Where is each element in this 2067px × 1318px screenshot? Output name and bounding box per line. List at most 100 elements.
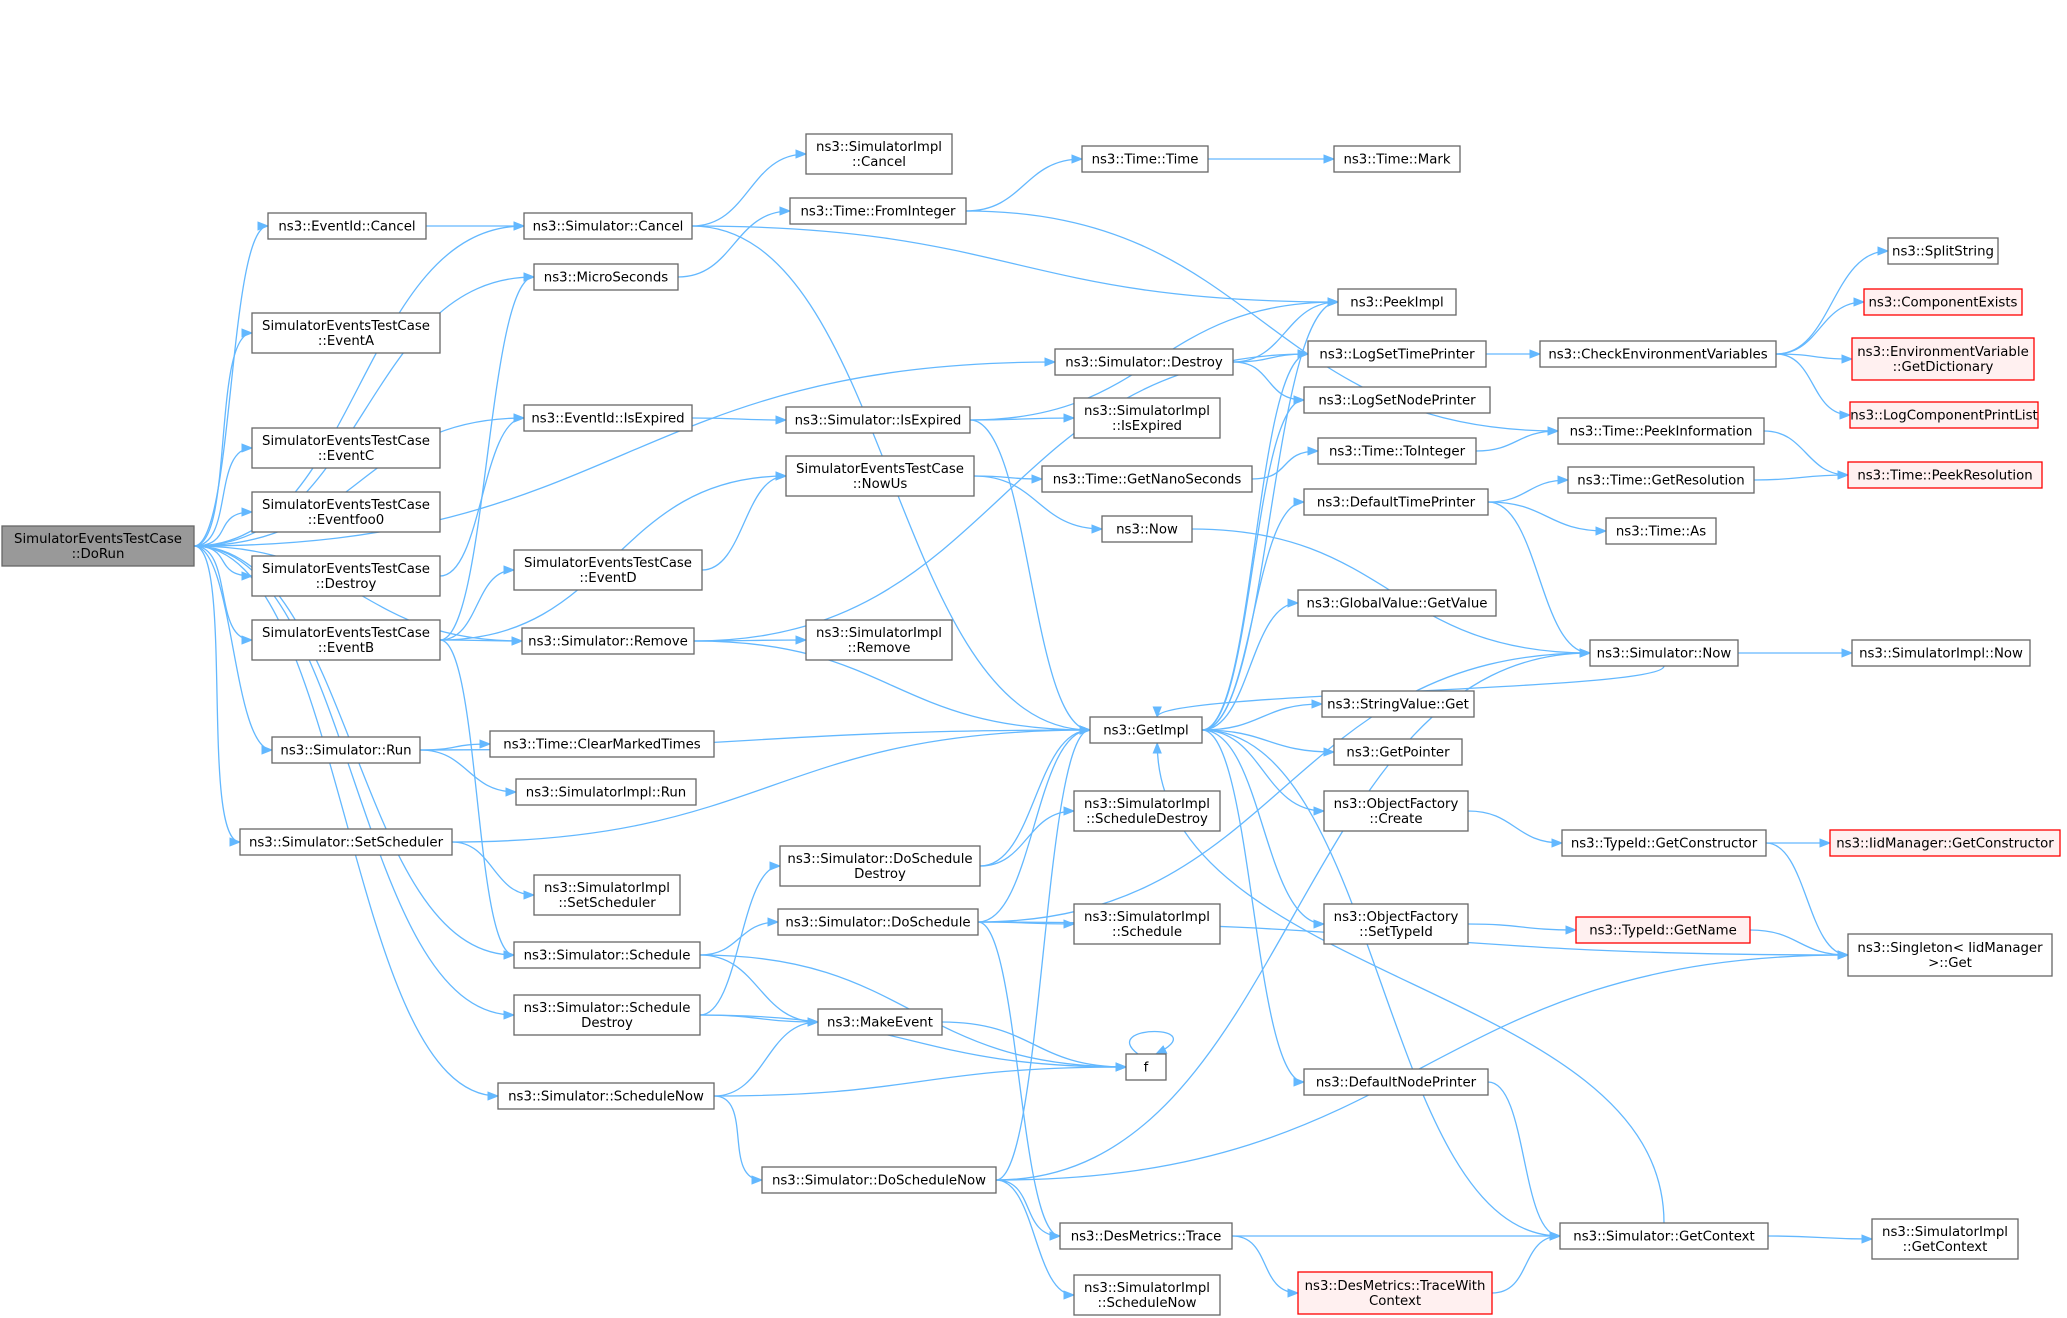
node-sim-getcontext[interactable]: ns3::Simulator::GetContext [1559,1222,1769,1250]
node-box[interactable] [1851,337,2035,381]
node-eventid-cancel[interactable]: ns3::EventId::Cancel [267,212,427,240]
node-sim-run[interactable]: ns3::Simulator::Run [271,736,421,764]
node-box[interactable] [1297,589,1497,617]
node-box[interactable] [817,1008,943,1036]
node-stringvalue-get[interactable]: ns3::StringValue::Get [1321,690,1475,718]
node-sim-doschedule[interactable]: ns3::Simulator::DoSchedule [777,908,979,936]
node-typeid-getname[interactable]: ns3::TypeId::GetName [1575,916,1751,944]
node-box[interactable] [1887,237,1999,265]
node-impl-scheddestroy[interactable]: ns3::SimulatorImpl::ScheduleDestroy [1073,790,1221,832]
node-sim-schednow[interactable]: ns3::Simulator::ScheduleNow [497,1082,715,1110]
node-time-time[interactable]: ns3::Time::Time [1081,145,1209,173]
node-box[interactable] [761,1166,997,1194]
node-impl-setsched[interactable]: ns3::SimulatorImpl::SetScheduler [533,874,681,916]
node-box[interactable] [1847,933,2053,977]
node-box[interactable] [513,994,701,1036]
node-getimpl[interactable]: ns3::GetImpl [1089,716,1203,744]
node-typeid-getctor[interactable]: ns3::TypeId::GetConstructor [1561,829,1767,857]
node-box[interactable] [1303,1068,1489,1096]
node-envvar-getdict[interactable]: ns3::EnvironmentVariable::GetDictionary [1851,337,2035,381]
node-default-timeprinter[interactable]: ns3::DefaultTimePrinter [1303,488,1489,516]
node-box[interactable] [1081,145,1209,173]
node-box[interactable] [1054,348,1234,376]
node-box[interactable] [1575,916,1751,944]
node-box[interactable] [1317,437,1477,465]
node-box[interactable] [1871,1218,2019,1260]
node-box[interactable] [1125,1053,1167,1081]
node-sim-scheddestroy[interactable]: ns3::Simulator::ScheduleDestroy [513,994,701,1036]
node-desmetrics-trace[interactable]: ns3::DesMetrics::Trace [1059,1222,1233,1250]
node-box[interactable] [785,406,971,434]
node-iidmgr-getctor[interactable]: ns3::IidManager::GetConstructor [1829,829,2061,857]
node-tc-destroy[interactable]: SimulatorEventsTestCase::Destroy [251,555,441,597]
node-sim-destroy[interactable]: ns3::Simulator::Destroy [1054,348,1234,376]
node-box[interactable] [267,212,427,240]
node-impl-now[interactable]: ns3::SimulatorImpl::Now [1851,639,2031,667]
node-makeevent[interactable]: ns3::MakeEvent [817,1008,943,1036]
node-box[interactable] [251,619,441,661]
node-box[interactable] [1847,461,2043,489]
node-sim-remove[interactable]: ns3::Simulator::Remove [521,627,695,655]
node-time-as[interactable]: ns3::Time::As [1605,517,1717,545]
node-box[interactable] [1333,145,1461,173]
node-root[interactable]: SimulatorEventsTestCase::DoRun [1,525,195,567]
node-compexists[interactable]: ns3::ComponentExists [1863,288,2023,316]
node-box[interactable] [785,455,975,497]
node-time-peekres[interactable]: ns3::Time::PeekResolution [1847,461,2043,489]
node-sim-doschedulenow[interactable]: ns3::Simulator::DoScheduleNow [761,1166,997,1194]
node-objfactory-create[interactable]: ns3::ObjectFactory::Create [1323,790,1469,832]
node-ev-foo0[interactable]: SimulatorEventsTestCase::Eventfoo0 [251,491,441,533]
node-box[interactable] [1567,466,1755,494]
node-box[interactable] [1303,386,1491,414]
node-box[interactable] [271,736,421,764]
node-box[interactable] [1863,288,2023,316]
node-time-getres[interactable]: ns3::Time::GetResolution [1567,466,1755,494]
node-box[interactable] [513,549,703,591]
node-impl-schedule[interactable]: ns3::SimulatorImpl::Schedule [1073,903,1221,945]
node-box[interactable] [239,828,453,856]
node-f[interactable]: f [1125,1053,1167,1081]
node-sim-cancel[interactable]: ns3::Simulator::Cancel [523,212,693,240]
node-box[interactable] [1,525,195,567]
node-box[interactable] [1307,340,1487,368]
node-ev-d[interactable]: SimulatorEventsTestCase::EventD [513,549,703,591]
node-box[interactable] [789,197,967,225]
node-box[interactable] [1297,1271,1493,1315]
node-box[interactable] [1073,397,1221,439]
node-box[interactable] [1323,790,1469,832]
node-sim-now[interactable]: ns3::Simulator::Now [1589,639,1739,667]
node-box[interactable] [1557,417,1765,445]
node-box[interactable] [1337,288,1457,316]
node-globalvalue-get[interactable]: ns3::GlobalValue::GetValue [1297,589,1497,617]
node-microseconds[interactable]: ns3::MicroSeconds [533,263,679,291]
node-box[interactable] [251,312,441,354]
node-time-peekinfo[interactable]: ns3::Time::PeekInformation [1557,417,1765,445]
node-box[interactable] [251,427,441,469]
node-box[interactable] [1559,1222,1769,1250]
node-box[interactable] [251,555,441,597]
node-box[interactable] [1851,639,2031,667]
node-objfactory-settypeid[interactable]: ns3::ObjectFactory::SetTypeId [1323,903,1469,945]
node-sim-setsched[interactable]: ns3::Simulator::SetScheduler [239,828,453,856]
node-impl-schednow[interactable]: ns3::SimulatorImpl::ScheduleNow [1073,1274,1221,1316]
node-box[interactable] [1323,903,1469,945]
node-impl-getcontext[interactable]: ns3::SimulatorImpl::GetContext [1871,1218,2019,1260]
node-time-tointeger[interactable]: ns3::Time::ToInteger [1317,437,1477,465]
node-box[interactable] [1849,401,2039,429]
node-box[interactable] [777,908,979,936]
node-logsetnode[interactable]: ns3::LogSetNodePrinter [1303,386,1491,414]
node-ev-b[interactable]: SimulatorEventsTestCase::EventB [251,619,441,661]
node-check-env[interactable]: ns3::CheckEnvironmentVariables [1539,340,1777,368]
node-default-nodeprinter[interactable]: ns3::DefaultNodePrinter [1303,1068,1489,1096]
node-singleton-get[interactable]: ns3::Singleton< IidManager>::Get [1847,933,2053,977]
node-time-frominteger[interactable]: ns3::Time::FromInteger [789,197,967,225]
node-getpointer[interactable]: ns3::GetPointer [1333,738,1463,766]
node-box[interactable] [533,263,679,291]
node-box[interactable] [1561,829,1767,857]
node-box[interactable] [533,874,681,916]
node-box[interactable] [1605,517,1717,545]
node-box[interactable] [497,1082,715,1110]
node-box[interactable] [1589,639,1739,667]
node-box[interactable] [779,845,981,887]
